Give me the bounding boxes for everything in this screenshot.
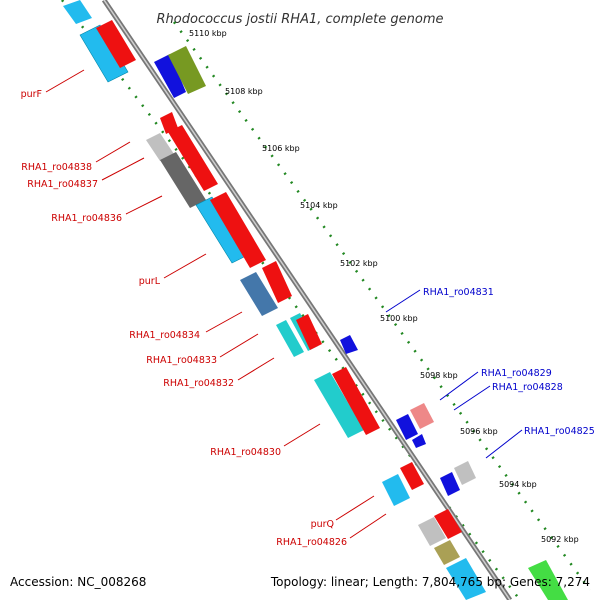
gene-cds-grey <box>418 517 446 546</box>
gene-cds-khaki <box>434 540 460 565</box>
accession-text: Accession: NC_008268 <box>10 575 146 589</box>
gene-label[interactable]: RHA1_ro04825 <box>524 426 595 437</box>
gene-ro04825 <box>440 472 460 496</box>
gene-cds-cyan-bottom <box>446 558 486 600</box>
tick-label: 5106 kbp <box>262 144 300 153</box>
gene-label[interactable]: purQ <box>311 519 334 530</box>
tick-label: 5100 kbp <box>380 314 418 323</box>
gene-ro04829 <box>396 414 418 440</box>
gene-cds-cyan <box>63 0 92 24</box>
gene-ro04828 <box>410 403 434 429</box>
gene-label[interactable]: RHA1_ro04834 <box>129 330 200 341</box>
gene-label[interactable]: RHA1_ro04831 <box>423 287 494 298</box>
tick-label: 5098 kbp <box>420 371 458 380</box>
gene-red-2 <box>168 125 218 191</box>
gene-cds-red <box>96 20 136 68</box>
tick-label: 5104 kbp <box>300 201 338 210</box>
gene-label[interactable]: RHA1_ro04837 <box>27 179 98 190</box>
gene-red-7 <box>400 462 424 490</box>
gene-red-6 <box>332 367 380 435</box>
gene-label[interactable]: RHA1_ro04838 <box>21 162 92 173</box>
map-title: Rhodococcus jostii RHA1, complete genome <box>157 12 444 27</box>
topology-text: Topology: linear; Length: 7,804,765 bp; … <box>270 575 590 589</box>
tick-label: 5092 kbp <box>541 535 579 544</box>
gene-red-5 <box>296 314 322 350</box>
gene-label[interactable]: RHA1_ro04829 <box>481 368 552 379</box>
feature-track-left <box>63 0 486 600</box>
feature-track-right <box>154 46 568 600</box>
gene-labels-right: RHA1_ro04831 RHA1_ro04829 RHA1_ro04828 R… <box>423 287 595 437</box>
leader-lines-right <box>385 289 523 459</box>
gene-red-4 <box>262 261 292 303</box>
gene-label[interactable]: RHA1_ro04830 <box>210 447 281 458</box>
tick-label: 5094 kbp <box>499 480 537 489</box>
tick-label: 5096 kbp <box>460 427 498 436</box>
gene-grey-right <box>454 461 476 485</box>
gene-red-8 <box>434 509 462 539</box>
feature-track-red <box>160 112 462 539</box>
gene-blue-small <box>412 434 426 448</box>
gene-ro04834 <box>240 272 278 316</box>
tick-label: 5110 kbp <box>189 29 227 38</box>
tick-dotted-lines <box>61 0 592 600</box>
gene-label[interactable]: purF <box>21 89 42 100</box>
scale-ticks: 5110 kbp 5108 kbp 5106 kbp 5104 kbp 5102… <box>189 29 579 544</box>
gene-olive <box>168 46 206 94</box>
gene-ro04833 <box>276 320 304 357</box>
gene-label[interactable]: RHA1_ro04828 <box>492 382 563 393</box>
gene-red-1 <box>160 112 178 134</box>
chromosome-axis-highlight <box>103 0 511 600</box>
right-tick-line <box>172 21 592 591</box>
gene-label[interactable]: purL <box>139 276 161 287</box>
gene-ro04837 <box>160 152 206 208</box>
gene-ro04838 <box>146 133 174 161</box>
gene-purQ <box>382 474 410 506</box>
gene-red-3 <box>210 192 266 268</box>
tick-label: 5108 kbp <box>225 87 263 96</box>
gene-labels-left: purF RHA1_ro04838 RHA1_ro04837 RHA1_ro04… <box>21 89 347 548</box>
gene-blue-1 <box>154 54 186 98</box>
gene-label[interactable]: RHA1_ro04833 <box>146 355 217 366</box>
gene-purF <box>79 24 129 83</box>
gene-label[interactable]: RHA1_ro04826 <box>276 537 347 548</box>
gene-ro04831 <box>340 335 358 354</box>
gene-label[interactable]: RHA1_ro04836 <box>51 213 122 224</box>
gene-green <box>528 560 568 600</box>
tick-label: 5102 kbp <box>340 259 378 268</box>
leader-lines-left <box>45 69 387 539</box>
gene-label[interactable]: RHA1_ro04832 <box>163 378 234 389</box>
gene-ro04830 <box>314 372 364 438</box>
